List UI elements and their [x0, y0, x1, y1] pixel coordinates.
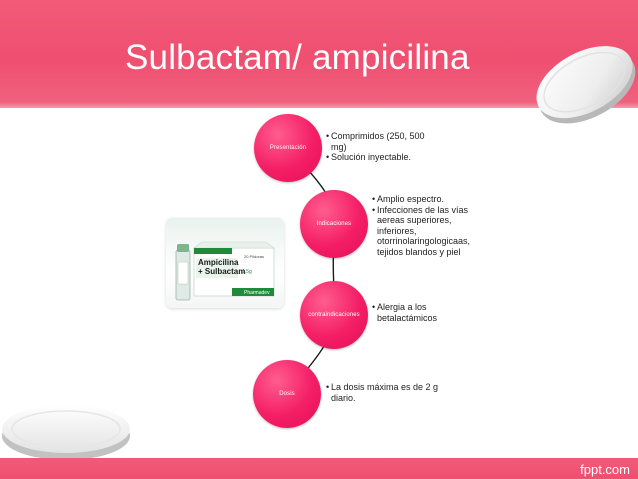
node-contraindicaciones-label: contraindicaciones	[308, 312, 360, 318]
product-brand-line-2: + Sulbactam	[198, 267, 246, 276]
bullets-dosis: La dosis máxima es de 2 g diario.	[326, 382, 442, 403]
node-indicaciones: Indicaciones	[300, 190, 368, 258]
product-count: 20 Pildoras	[244, 254, 265, 259]
node-dosis: Dosis	[253, 360, 321, 428]
product-package-image: Ampicilina + Sulbactam 1,5g 20 Pildoras …	[166, 218, 284, 308]
pill-tablet-top-icon	[536, 46, 636, 124]
slide-title: Sulbactam/ ampicilina	[125, 38, 470, 77]
pill-tablet-bottom-icon	[2, 405, 130, 460]
bullets-contraindicaciones: Alergia a los betalactámicos	[372, 302, 456, 323]
bullet-item: La dosis máxima es de 2 g diario.	[326, 382, 442, 403]
product-strength: 1,5g	[242, 269, 252, 275]
product-brand-line-1: Ampicilina	[198, 258, 239, 267]
bullets-presentacion: Comprimidos (250, 500 mg) Solución inyec…	[326, 131, 438, 163]
bullet-item: Solución inyectable.	[326, 152, 438, 163]
product-maker: Pharmadev	[244, 290, 270, 296]
bullet-item: Alergia a los betalactámicos	[372, 302, 456, 323]
node-indicaciones-label: Indicaciones	[316, 221, 352, 227]
bullet-item: Amplio espectro.	[372, 194, 480, 205]
footer-watermark: fppt.com	[580, 462, 630, 477]
node-dosis-label: Dosis	[279, 391, 295, 397]
node-contraindicaciones: contraindicaciones	[300, 281, 368, 349]
product-package-art	[175, 241, 275, 301]
bullets-indicaciones: Amplio espectro. Infecciones de las vías…	[372, 194, 480, 257]
bullet-item: Infecciones de las vías aereas superiore…	[372, 205, 480, 258]
node-presentacion-label: Presentación	[269, 145, 307, 151]
footer-band	[0, 458, 638, 479]
node-presentacion: Presentación	[254, 114, 322, 182]
header-band	[0, 0, 638, 108]
bullet-item: Comprimidos (250, 500 mg)	[326, 131, 438, 152]
